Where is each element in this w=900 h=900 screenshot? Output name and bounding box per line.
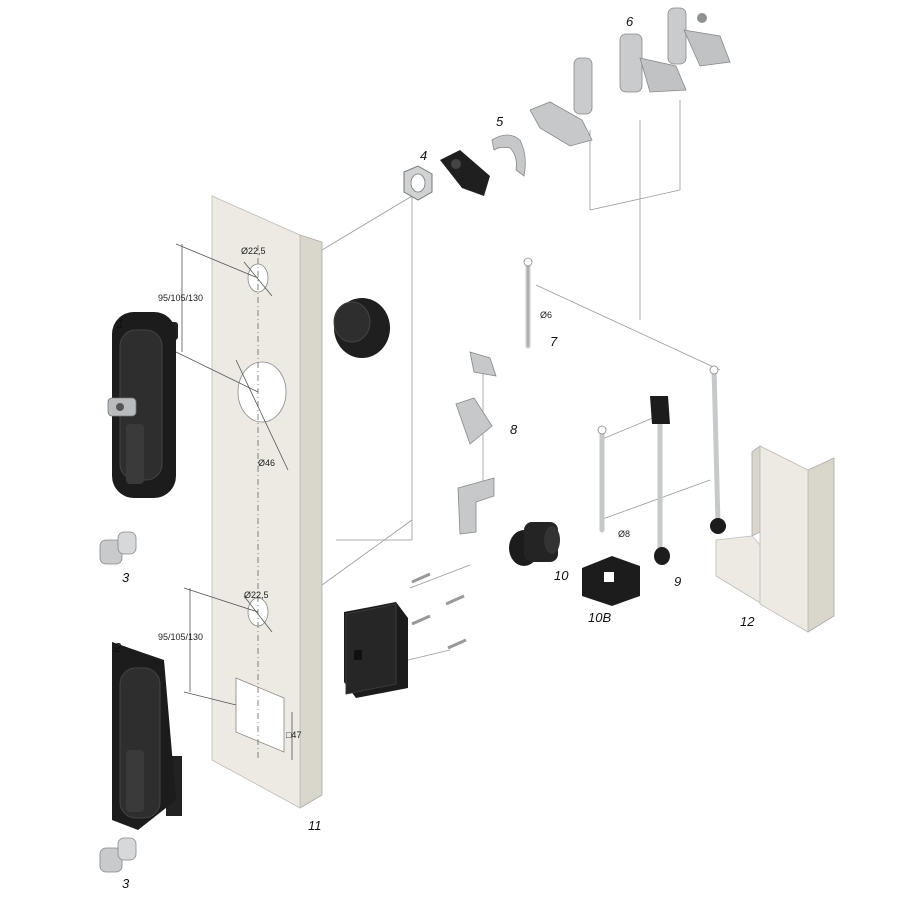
dim-hole-top: Ø22,5 (241, 246, 266, 256)
dim-spacing-top: 95/105/130 (158, 293, 203, 303)
leader-lines (321, 100, 721, 661)
frame-12 (715, 445, 835, 633)
block-10b (582, 556, 640, 606)
rod-10 (597, 425, 607, 533)
roller-10 (509, 522, 560, 566)
callout-1: 1 (117, 316, 124, 331)
callout-6: 6 (626, 14, 634, 29)
callout-7: 7 (550, 334, 558, 349)
cam-icon (440, 150, 490, 196)
panel-11 (211, 195, 323, 809)
hinge-bracket-icon (529, 7, 731, 147)
knob-icon (333, 298, 390, 358)
callout-3-lower: 3 (122, 876, 130, 891)
rod-long (709, 365, 726, 534)
callout-9: 9 (674, 574, 681, 589)
callout-4: 4 (420, 148, 427, 163)
bracket-8 (455, 351, 497, 535)
callout-3-upper: 3 (122, 570, 130, 585)
screws (411, 572, 467, 650)
callout-10b: 10B (588, 610, 611, 625)
dim-spacing-bottom: 95/105/130 (158, 632, 203, 642)
hole-large (237, 361, 287, 423)
callout-8: 8 (510, 422, 518, 437)
hook-part-5 (491, 134, 526, 177)
swing-handle-icon (112, 642, 182, 830)
lock-cylinder-icon-lower (99, 837, 137, 873)
lock-cylinder-icon (99, 531, 137, 565)
dim-rod-10: Ø8 (618, 529, 630, 539)
rod-7 (523, 257, 533, 349)
callout-2: 2 (113, 640, 122, 655)
callout-10: 10 (554, 568, 569, 583)
dim-rod-7: Ø6 (540, 310, 552, 320)
dim-square-cut: □47 (286, 730, 301, 740)
callout-11: 11 (308, 818, 322, 833)
callout-5: 5 (496, 114, 504, 129)
callout-12: 12 (740, 614, 755, 629)
square-cutout (235, 677, 285, 753)
dimension-lines (175, 243, 293, 760)
hex-nut-icon (403, 165, 433, 201)
square-housing-icon (344, 602, 408, 698)
dim-hole-large: Ø46 (258, 458, 275, 468)
swing-handle-with-key-icon (107, 312, 178, 498)
dim-hole-bottom: Ø22,5 (244, 590, 269, 600)
rod-9 (650, 396, 670, 565)
